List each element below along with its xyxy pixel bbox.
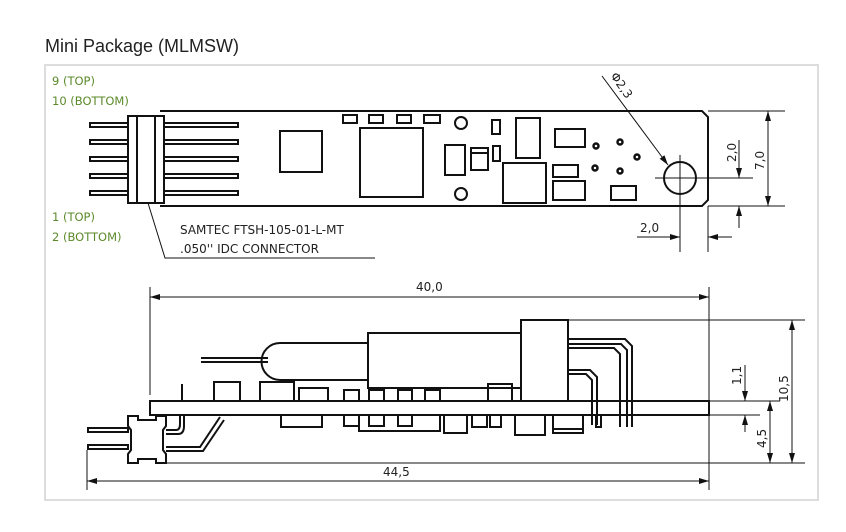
hole-diameter-dimension: Φ2,3 — [608, 70, 636, 101]
pcb-thickness-dimension: 1,1 — [730, 366, 744, 385]
side-dimension-lines — [86, 287, 805, 490]
page-title: Mini Package (MLMSW) — [45, 36, 240, 56]
pin-label-10-bottom: 10 (BOTTOM) — [52, 94, 129, 108]
hole-offset-vertical-dimension: 2,0 — [725, 143, 739, 162]
side-lower-parts — [280, 414, 602, 436]
total-length-dimension: 44,5 — [383, 465, 410, 479]
pin-label-1-top: 1 (TOP) — [52, 210, 95, 224]
connector-part-number: SAMTEC FTSH-105-01-L-MT — [180, 223, 344, 237]
side-view: 40,0 44,5 10,5 1,1 4,5 — [86, 280, 805, 490]
pin-label-9-top: 9 (TOP) — [52, 74, 95, 88]
pin-label-2-bottom: 2 (BOTTOM) — [52, 230, 122, 244]
top-connector-body — [127, 115, 165, 204]
side-upper-parts — [181, 319, 633, 427]
total-height-dimension: 10,5 — [777, 375, 791, 402]
mounting-hole — [655, 155, 753, 252]
top-view: Φ2,3 2,0 7,0 2,0 9 (TOP) 10 (BOTTOM) 1 (… — [52, 70, 785, 259]
bottom-height-dimension: 4,5 — [755, 429, 769, 448]
pcb-outline — [160, 110, 709, 207]
side-pcb — [149, 400, 710, 416]
side-bottom-connector — [87, 415, 225, 464]
via-dots — [591, 138, 641, 175]
top-dimension-lines — [147, 75, 785, 259]
hole-offset-horizontal-dimension: 2,0 — [640, 221, 659, 235]
board-length-dimension: 40,0 — [416, 280, 443, 294]
drawing-frame — [44, 64, 819, 501]
top-components — [279, 114, 637, 204]
connector-description: .050'' IDC CONNECTOR — [180, 242, 319, 256]
board-width-dimension: 7,0 — [753, 151, 767, 170]
